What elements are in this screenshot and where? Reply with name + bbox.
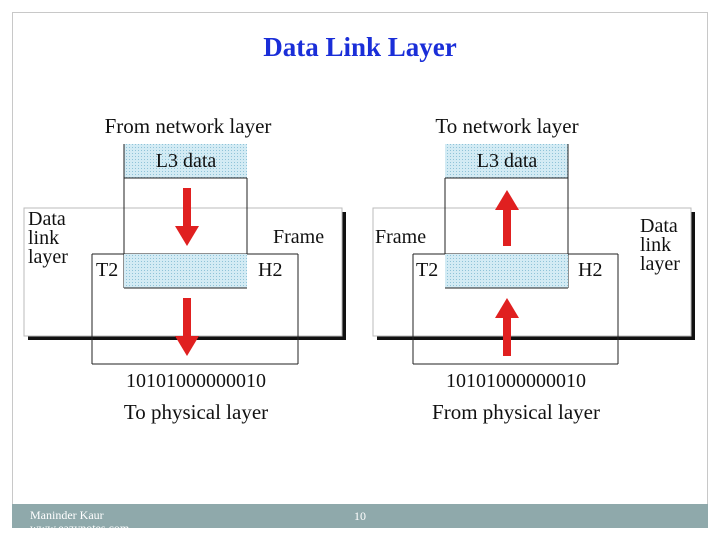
right-top-label: To network layer — [435, 114, 578, 138]
left-panel: From network layer L3 data Data link lay… — [23, 114, 346, 424]
right-layer-name-3: layer — [640, 253, 680, 275]
page-number: 10 — [354, 509, 366, 523]
right-layer-name-2: link — [640, 234, 671, 256]
left-bits: 10101000000010 — [126, 370, 266, 392]
right-arrow-upper — [495, 190, 519, 246]
right-layer-name-1: Data — [640, 215, 678, 237]
slide-title: Data Link Layer — [263, 32, 457, 62]
right-panel: To network layer L3 data Data link layer… — [372, 114, 695, 424]
right-frame-label: Frame — [375, 226, 426, 248]
left-packet-label: L3 data — [156, 150, 217, 172]
footer-url: www.eazynotes.com — [30, 522, 129, 528]
right-bits: 10101000000010 — [446, 370, 586, 392]
right-arrow-lower — [495, 298, 519, 356]
footer-bar — [12, 504, 708, 528]
right-packet-label: L3 data — [477, 150, 538, 172]
right-bottom-label: From physical layer — [432, 400, 600, 424]
right-frame-data — [445, 254, 568, 288]
right-header-label: H2 — [578, 259, 602, 281]
left-layer-name-2: link — [28, 227, 59, 249]
left-bottom-label: To physical layer — [124, 400, 268, 424]
left-header-label: H2 — [258, 259, 282, 281]
left-frame-label: Frame — [273, 226, 324, 248]
right-packet-box — [445, 144, 568, 178]
left-top-label: From network layer — [105, 114, 272, 138]
left-frame-data — [124, 254, 247, 288]
left-arrow-lower — [175, 298, 199, 356]
left-arrow-upper — [175, 188, 199, 246]
left-packet-box — [124, 144, 247, 178]
footer-author: Maninder Kaur — [30, 508, 104, 522]
left-layer-name-3: layer — [28, 246, 68, 268]
right-trailer-label: T2 — [416, 259, 438, 281]
left-layer-name-1: Data — [28, 208, 66, 230]
left-trailer-label: T2 — [96, 259, 118, 281]
